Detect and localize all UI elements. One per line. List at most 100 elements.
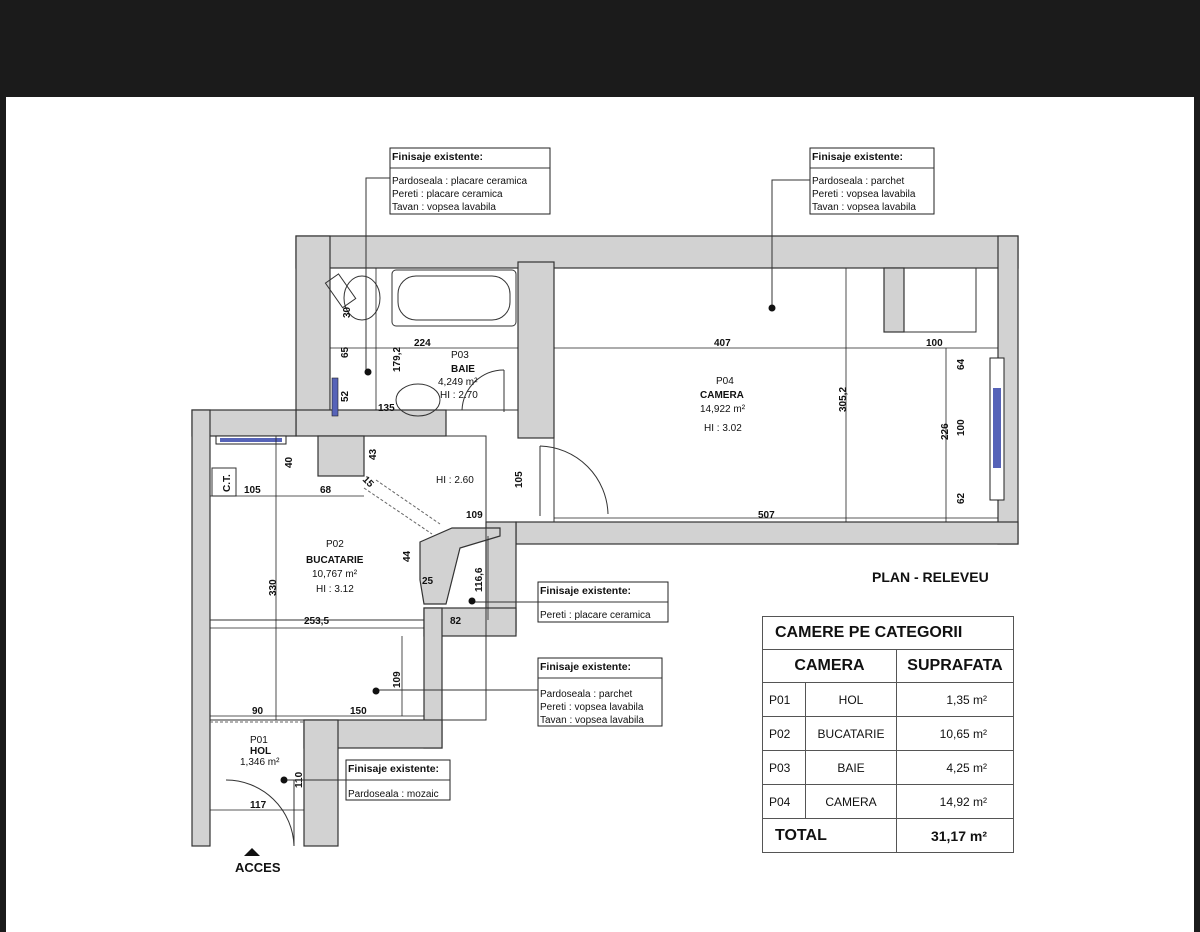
row-area: 1,35 m²: [896, 682, 1014, 717]
room-area-baie: 4,249 m²: [438, 377, 478, 388]
dim-100-top: 100: [926, 338, 943, 349]
dim-105-door: 105: [514, 471, 525, 488]
dim-150: 150: [350, 706, 367, 717]
dim-109-top: 109: [466, 510, 483, 521]
note-baie-heading: Finisaje existente:: [392, 151, 483, 163]
row-code: P03: [762, 750, 806, 785]
table-row: P01 HOL 1,35 m²: [762, 682, 1014, 717]
viewer-right-edge: [1194, 97, 1200, 932]
note-hol-line-1: Pardoseala : mozaic: [348, 789, 439, 800]
dim-117: 117: [250, 800, 267, 811]
row-code: P04: [762, 784, 806, 819]
room-name-hol: HOL: [250, 746, 271, 757]
dim-100-right: 100: [956, 419, 967, 436]
room-area-bucatarie: 10,767 m²: [312, 569, 358, 580]
note-baie-line-3: Tavan : vopsea lavabila: [392, 202, 496, 213]
dim-90: 90: [252, 706, 264, 717]
note-hol: Finisaje existente: Pardoseala : mozaic: [280, 759, 451, 801]
note-hol-parchet-heading: Finisaje existente:: [540, 661, 631, 673]
dimension-lines: [210, 268, 998, 811]
note-bucatarie: Finisaje existente: Pereti : placare cer…: [468, 581, 669, 623]
dim-109-bottom: 109: [392, 671, 403, 688]
note-hol-parchet-line-3: Tavan : vopsea lavabila: [540, 715, 644, 726]
dim-40: 40: [284, 456, 295, 468]
viewer-left-edge: [0, 97, 6, 932]
note-camera: Finisaje existente: Pardoseala : parchet…: [768, 147, 935, 312]
table-row: P04 CAMERA 14,92 m²: [762, 784, 1014, 819]
note-camera-line-2: Pereti : vopsea lavabila: [812, 189, 916, 200]
row-code: P01: [762, 682, 806, 717]
dim-226: 226: [940, 423, 951, 440]
table-title: CAMERE PE CATEGORII: [762, 616, 1014, 650]
entrance-arrow-icon: [244, 848, 260, 856]
note-bucatarie-heading: Finisaje existente:: [540, 585, 631, 597]
dim-15: 15: [360, 474, 376, 490]
row-name: BAIE: [805, 750, 897, 785]
row-name: BUCATARIE: [805, 716, 897, 751]
dim-179: 179,2: [392, 347, 403, 372]
dimension-labels: 224 407 100 30 65 179,2 52 135 305,2 64 …: [222, 306, 967, 811]
room-code-p01: P01: [250, 735, 268, 746]
total-label: TOTAL: [762, 818, 897, 853]
table-title-row: CAMERE PE CATEGORII: [762, 616, 1014, 650]
note-bucatarie-line-1: Pereti : placare ceramica: [540, 610, 651, 621]
plan-title: PLAN - RELEVEU: [872, 569, 989, 585]
room-code-p02: P02: [326, 539, 344, 550]
dim-30: 30: [342, 306, 353, 318]
room-labels: P03 BAIE 4,249 m² HI : 2.70 P04 CAMERA 1…: [240, 350, 746, 768]
entrance-label: ACCES: [235, 860, 281, 875]
row-code: P02: [762, 716, 806, 751]
room-name-baie: BAIE: [451, 364, 475, 375]
room-height-hall: HI : 2.60: [436, 475, 474, 486]
room-categories-table: CAMERE PE CATEGORII CAMERA SUPRAFATA P01…: [762, 616, 1014, 853]
column-header-room: CAMERA: [762, 649, 897, 683]
interior-lines: [209, 267, 1005, 847]
dim-224: 224: [414, 338, 431, 349]
walls: [191, 235, 1019, 847]
note-camera-line-3: Tavan : vopsea lavabila: [812, 202, 916, 213]
room-name-bucatarie: BUCATARIE: [306, 555, 364, 566]
dim-305: 305,2: [838, 387, 849, 412]
room-height-camera: HI : 3.02: [704, 423, 742, 434]
note-hol-heading: Finisaje existente:: [348, 763, 439, 775]
note-baie-line-1: Pardoseala : placare ceramica: [392, 176, 528, 187]
table-row: P02 BUCATARIE 10,65 m²: [762, 716, 1014, 751]
dim-25: 25: [422, 576, 434, 587]
dim-105-left: 105: [244, 485, 261, 496]
row-name: HOL: [805, 682, 897, 717]
room-height-bucatarie: HI : 3.12: [316, 584, 354, 595]
dim-52: 52: [340, 390, 351, 402]
table-header-row: CAMERA SUPRAFATA: [762, 649, 1014, 683]
note-hol-parchet-line-2: Pereti : vopsea lavabila: [540, 702, 644, 713]
note-camera-line-1: Pardoseala : parchet: [812, 176, 905, 187]
viewer-top-bar: [0, 0, 1200, 97]
room-height-baie: HI : 2.70: [440, 390, 478, 401]
note-hol-parchet-line-1: Pardoseala : parchet: [540, 689, 633, 700]
total-value: 31,17 m²: [896, 818, 1014, 853]
table-total-row: TOTAL 31,17 m²: [762, 818, 1014, 853]
dim-116: 116,6: [474, 567, 485, 592]
dim-507: 507: [758, 510, 775, 521]
room-code-p03: P03: [451, 350, 469, 361]
column-header-area: SUPRAFATA: [896, 649, 1014, 683]
room-area-camera: 14,922 m²: [700, 404, 746, 415]
row-name: CAMERA: [805, 784, 897, 819]
row-area: 4,25 m²: [896, 750, 1014, 785]
ct-label: C.T.: [222, 474, 233, 492]
dim-64: 64: [956, 358, 967, 370]
dim-253: 253,5: [304, 616, 329, 627]
dim-62: 62: [956, 492, 967, 504]
note-hol-parchet: Finisaje existente: Pardoseala : parchet…: [372, 657, 663, 727]
dim-407: 407: [714, 338, 731, 349]
row-area: 14,92 m²: [896, 784, 1014, 819]
dim-44: 44: [402, 550, 413, 562]
dim-330: 330: [268, 579, 279, 596]
row-area: 10,65 m²: [896, 716, 1014, 751]
dim-68: 68: [320, 485, 332, 496]
dim-135: 135: [378, 403, 395, 414]
dim-82: 82: [450, 616, 462, 627]
room-area-hol: 1,346 m²: [240, 757, 280, 768]
note-baie-line-2: Pereti : placare ceramica: [392, 189, 503, 200]
dim-43: 43: [368, 448, 379, 460]
